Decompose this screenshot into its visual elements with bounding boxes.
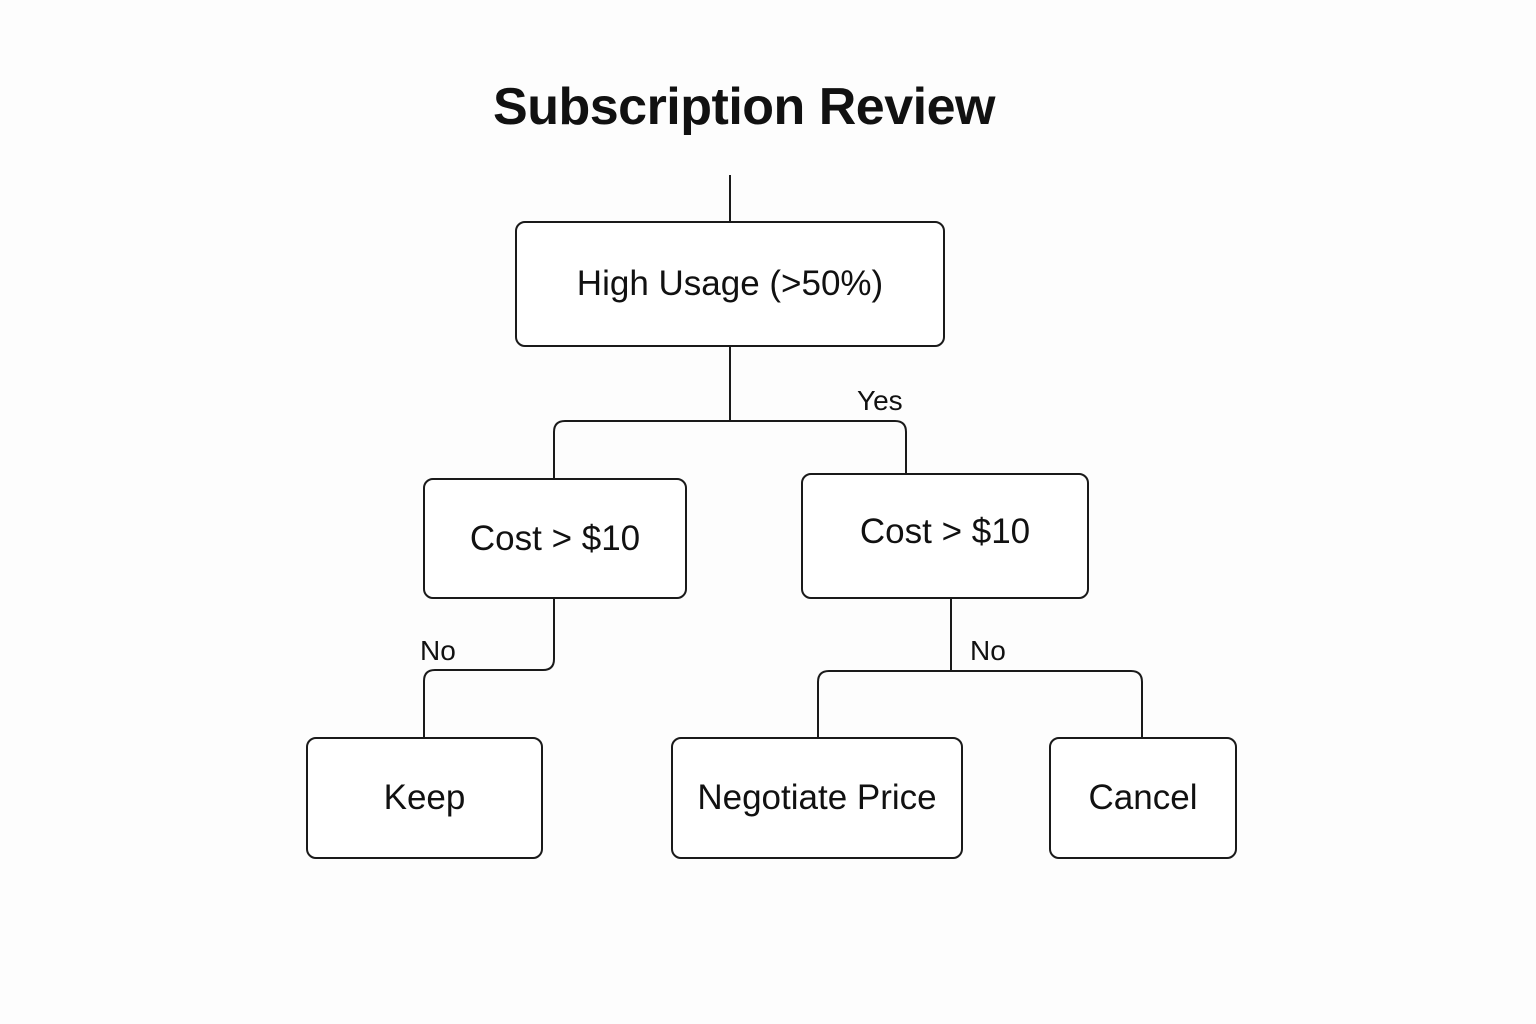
node-high-usage-label: High Usage (>50%): [576, 264, 884, 303]
right-split-line: [817, 670, 1143, 737]
diagram-title: Subscription Review: [493, 78, 995, 136]
node-cancel: Cancel: [1049, 737, 1237, 859]
edge-label-no-right: No: [970, 635, 1006, 666]
root-split-line: [553, 420, 907, 478]
node-cost-right: Cost > $10: [801, 473, 1089, 599]
edge-label-no-left: No: [420, 635, 456, 666]
node-negotiate-price: Negotiate Price: [671, 737, 963, 859]
node-cost-right-label: Cost > $10: [859, 512, 1031, 551]
node-high-usage: High Usage (>50%): [515, 221, 945, 347]
node-cancel-label: Cancel: [1088, 778, 1198, 817]
node-cost-left-label: Cost > $10: [469, 518, 641, 558]
node-cost-left: Cost > $10: [423, 478, 687, 599]
edge-label-yes: Yes: [857, 385, 903, 416]
node-keep: Keep: [306, 737, 543, 859]
left-no-line: [423, 598, 555, 737]
node-negotiate-price-label: Negotiate Price: [697, 778, 937, 817]
node-keep-label: Keep: [383, 778, 466, 817]
